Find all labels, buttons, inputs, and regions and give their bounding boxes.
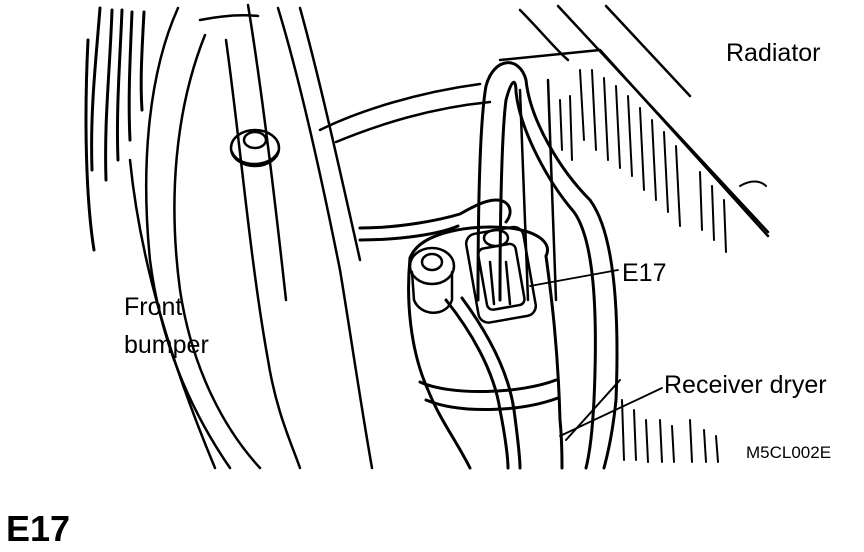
receiver-dryer-label: Receiver dryer xyxy=(664,371,827,399)
fender-hatching xyxy=(84,6,146,252)
e17-callout-label: E17 xyxy=(622,259,667,287)
radiator-fins xyxy=(559,69,767,253)
front-bumper-label-line1: Front xyxy=(124,293,183,321)
engine-bay-illustration xyxy=(84,3,770,470)
lower-hatching xyxy=(565,379,719,463)
figure-code: M5CL002E xyxy=(746,443,832,462)
front-bumper-outline xyxy=(128,3,302,470)
wire-harness xyxy=(358,198,522,470)
front-bumper-label-line2: bumper xyxy=(124,331,209,359)
receiver-dryer-leader-line xyxy=(559,387,663,437)
e17-connector xyxy=(464,225,538,324)
receiver-dryer-body xyxy=(407,225,564,470)
e17-leader-line xyxy=(529,269,619,287)
bumper-bolt xyxy=(229,128,281,168)
radiator-label: Radiator xyxy=(726,39,821,67)
radiator-outline xyxy=(498,4,770,302)
dryer-cap-bolt xyxy=(408,246,456,314)
refrigerant-pipe xyxy=(476,61,619,470)
figure-caption: E17 xyxy=(6,508,71,549)
leader-lines xyxy=(529,269,663,437)
support-frame xyxy=(276,6,492,470)
